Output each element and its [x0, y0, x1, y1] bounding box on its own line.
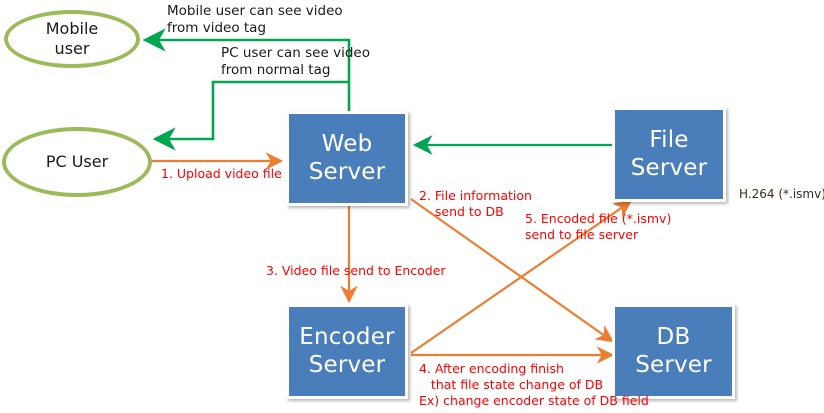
node-db-server-line-2: Server — [635, 351, 712, 378]
label-step-5: 5. Encoded file (*.ismv) send to file se… — [525, 211, 672, 242]
flow-web-to-db — [410, 198, 614, 343]
node-web-server[interactable]: Web Server — [286, 111, 408, 206]
flow-encoder-to-file — [410, 200, 632, 354]
node-db-server[interactable]: DB Server — [612, 304, 735, 399]
actor-mobile-user-line-1: Mobile — [45, 19, 99, 38]
label-pc-flow: PC user can see video from normal tag — [221, 45, 370, 79]
node-file-server[interactable]: File Server — [612, 107, 726, 202]
actor-mobile-user-line-2: user — [54, 39, 90, 58]
label-codec: H.264 (*.ismv) — [739, 187, 824, 201]
label-step-4: 4. After encoding finish that file state… — [419, 361, 649, 408]
node-web-server-line-2: Server — [308, 158, 386, 185]
node-encoder-server[interactable]: Encoder Server — [286, 304, 408, 399]
actor-mobile-user[interactable]: Mobile user — [4, 10, 140, 68]
node-db-server-line-1: DB — [656, 324, 691, 351]
actor-pc-user[interactable]: PC User — [2, 127, 152, 197]
label-mobile-flow: Mobile user can see video from video tag — [167, 3, 343, 37]
node-file-server-line-2: Server — [630, 154, 708, 181]
flow-web-to-mobile — [142, 28, 351, 112]
actor-pc-user-line-1: PC User — [45, 152, 109, 171]
label-step-3: 3. Video file send to Encoder — [266, 263, 446, 278]
node-encoder-server-line-2: Server — [308, 351, 386, 378]
node-encoder-server-line-1: Encoder — [299, 324, 395, 351]
label-step-1: 1. Upload video file — [161, 166, 282, 181]
node-file-server-line-1: File — [649, 127, 689, 154]
flow-web-to-pc — [152, 80, 349, 151]
node-web-server-line-1: Web — [321, 131, 373, 158]
label-step-2: 2. File information send to DB — [419, 188, 532, 219]
